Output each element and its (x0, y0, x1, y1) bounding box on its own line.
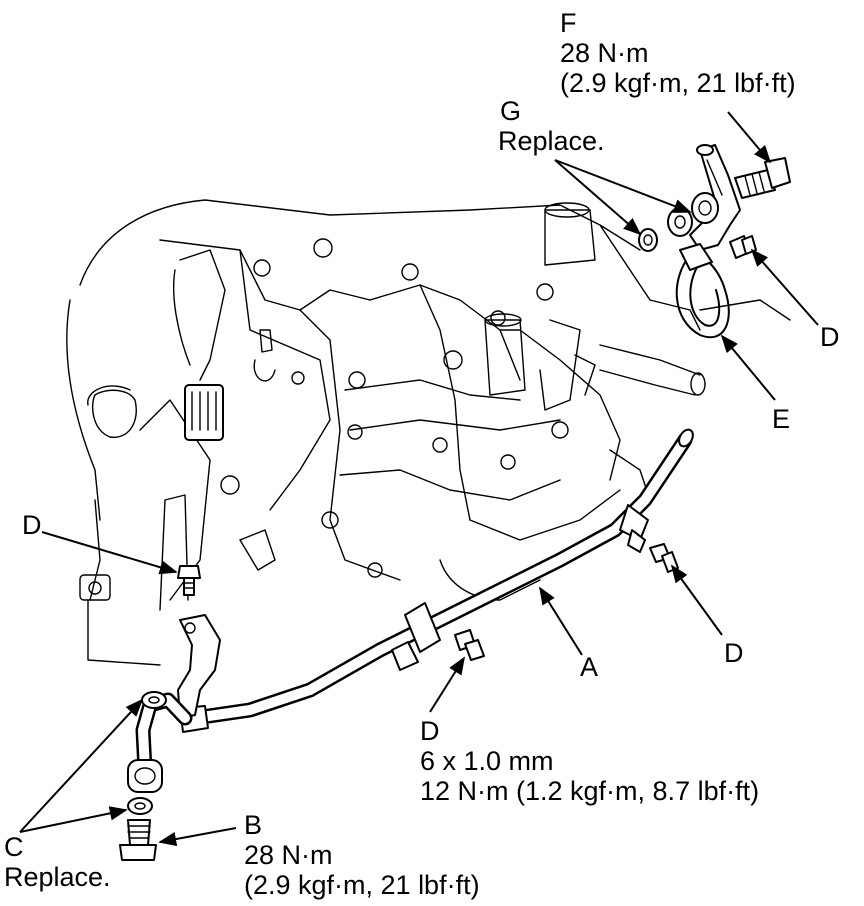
label-d-top-right: D (820, 322, 840, 352)
bolt-d-top-right (729, 235, 757, 259)
leader-c (19, 698, 144, 833)
label-a-letter: A (580, 652, 599, 682)
bolt-d-left (177, 565, 201, 596)
label-d-right: D (724, 638, 744, 668)
label-f-torque-alt: (2.9 kgf·m, 21 lbf·ft) (560, 68, 796, 98)
label-e-letter: E (772, 404, 791, 434)
label-d-size: 6 x 1.0 mm (420, 746, 554, 776)
hose-a (187, 428, 694, 726)
leader-a (539, 586, 583, 656)
leader-d-bottom (429, 656, 465, 713)
label-c-letter: C (4, 832, 24, 862)
label-b-torque: 28 N·m (244, 840, 333, 870)
label-g-letter: G (500, 96, 522, 126)
banjo-fitting-top (691, 157, 791, 224)
washer-c (127, 797, 153, 815)
label-d-torque: 12 N·m (1.2 kgf·m, 8.7 lbf·ft) (420, 776, 760, 806)
leader-d-left (41, 531, 178, 575)
hose-clamp-right (619, 504, 649, 553)
leader-d-top-right (750, 248, 819, 326)
bolt-d-bottom (454, 629, 485, 661)
pipe-left (127, 614, 221, 793)
hose-e (675, 243, 730, 339)
label-b-torque-alt: (2.9 kgf·m, 21 lbf·ft) (244, 870, 480, 900)
label-f-letter: F (560, 8, 577, 38)
leader-f (727, 111, 772, 164)
bolt-b (119, 819, 157, 861)
leader-e (720, 334, 776, 401)
leader-b (158, 827, 237, 847)
label-d-bottom: D (420, 716, 440, 746)
leader-d-right (670, 564, 723, 636)
label-b-letter: B (244, 810, 263, 840)
label-f-torque: 28 N·m (560, 38, 649, 68)
label-d-left: D (22, 510, 42, 540)
label-g-note: Replace. (498, 126, 605, 156)
label-c-note: Replace. (4, 862, 111, 892)
engine-block (66, 199, 791, 666)
leader-g (554, 159, 692, 236)
washer-g-lower (638, 228, 658, 252)
hose-clamp-middle (391, 602, 441, 671)
